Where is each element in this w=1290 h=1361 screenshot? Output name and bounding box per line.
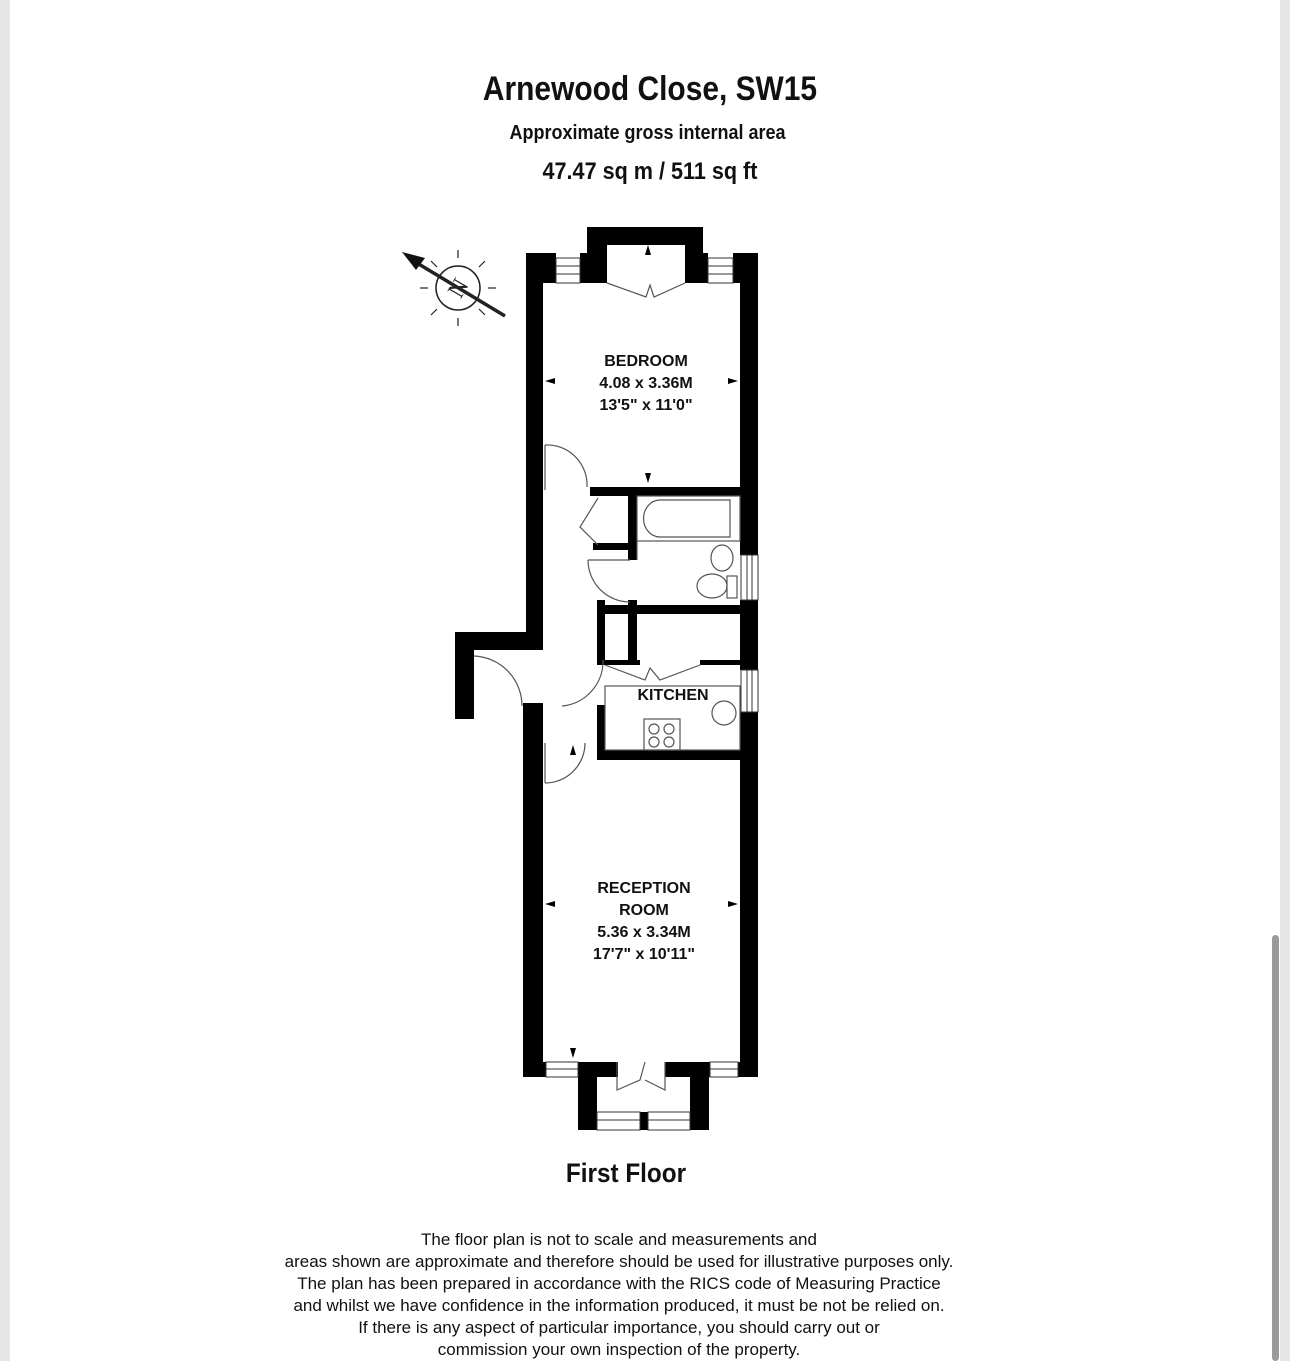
- walls: [455, 227, 758, 1130]
- toilet-icon: [696, 573, 728, 599]
- disclaimer-line: The plan has been prepared in accordance…: [297, 1274, 941, 1293]
- disclaimer: The floor plan is not to scale and measu…: [0, 1229, 1238, 1361]
- svg-text:ROOM: ROOM: [619, 902, 669, 919]
- area-value: 47.47 sq m / 511 sq ft: [542, 158, 758, 185]
- property-title: Arnewood Close, SW15: [482, 70, 818, 108]
- svg-text:KITCHEN: KITCHEN: [637, 687, 708, 704]
- bath-basin-icon: [643, 499, 731, 538]
- svg-text:BEDROOM: BEDROOM: [604, 353, 688, 370]
- dimension-markers: [545, 245, 738, 1058]
- area-subtitle: Approximate gross internal area: [509, 122, 786, 144]
- doors: [473, 282, 701, 1091]
- room-bedroom: BEDROOM 4.08 x 3.36M 13'5" x 11'0": [599, 353, 692, 414]
- bathtub: [636, 495, 741, 542]
- svg-text:5.36 x 3.34M: 5.36 x 3.34M: [597, 924, 690, 941]
- svg-text:RECEPTION: RECEPTION: [597, 880, 690, 897]
- svg-text:N: N: [443, 274, 474, 302]
- svg-text:13'5" x 11'0": 13'5" x 11'0": [599, 397, 692, 414]
- fixtures: [604, 495, 741, 751]
- hob-icon: [643, 718, 681, 751]
- kitchen-sink-icon: [711, 700, 737, 726]
- disclaimer-line: If there is any aspect of particular imp…: [358, 1318, 880, 1337]
- floor-label: First Floor: [565, 1158, 687, 1188]
- page-edge-right: [1280, 0, 1290, 1361]
- compass-icon: N: [402, 250, 506, 326]
- scrollbar[interactable]: [1272, 935, 1279, 1361]
- disclaimer-line: areas shown are approximate and therefor…: [284, 1252, 954, 1271]
- windows: [545, 257, 759, 1131]
- disclaimer-line: and whilst we have confidence in the inf…: [293, 1296, 945, 1315]
- sink-icon: [710, 544, 734, 572]
- svg-text:17'7" x 10'11": 17'7" x 10'11": [593, 946, 695, 963]
- page-edge-left: [0, 0, 10, 1361]
- room-kitchen: KITCHEN: [637, 687, 708, 704]
- disclaimer-line: The floor plan is not to scale and measu…: [421, 1230, 817, 1249]
- disclaimer-line: commission your own inspection of the pr…: [437, 1340, 801, 1359]
- room-reception: RECEPTION ROOM 5.36 x 3.34M 17'7" x 10'1…: [593, 880, 695, 963]
- svg-text:4.08 x 3.36M: 4.08 x 3.36M: [599, 375, 692, 392]
